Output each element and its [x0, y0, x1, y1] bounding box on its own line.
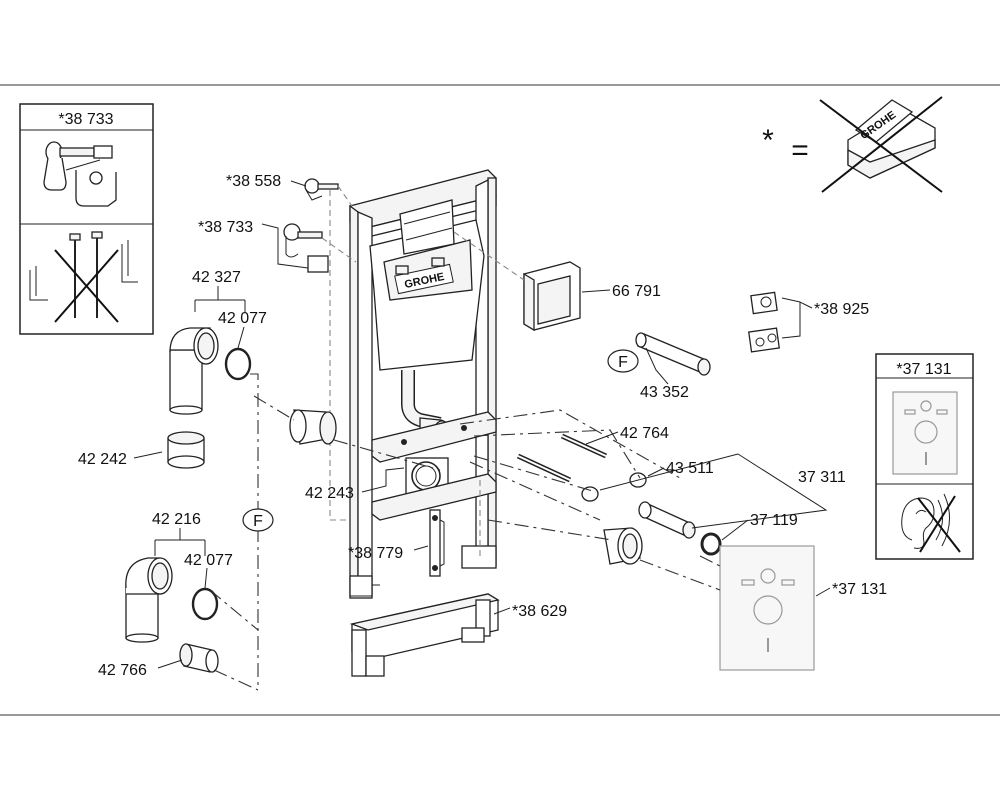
seal-42077-b	[191, 587, 219, 621]
part-labels: *38 558 *38 733 42 327 42 077 42 242 42 …	[78, 173, 887, 679]
label-66791: 66 791	[612, 283, 661, 300]
outlet-pipe-piece	[289, 409, 337, 445]
pipe-43352	[635, 332, 711, 376]
legend-not-included: * = GROHE	[762, 96, 943, 193]
label-43352: 43 352	[640, 384, 689, 401]
label-37119: 37 119	[750, 512, 798, 529]
elbow-42327	[169, 327, 219, 415]
floor-brace-drawing	[349, 593, 500, 677]
legend-star: *	[762, 124, 774, 157]
connector-42242	[167, 431, 205, 469]
flush-pipe-37311	[603, 501, 696, 565]
label-38733: *38 733	[198, 219, 253, 236]
label-42766: 42 766	[98, 662, 147, 679]
inset-box-38733: *38 733	[19, 103, 154, 335]
inset-box-37131: *37 131	[875, 353, 974, 560]
label-42243: 42 243	[305, 485, 354, 502]
insulation-pad-drawing	[892, 391, 958, 475]
insulation-pad-37131	[719, 545, 815, 671]
label-37131-box: *37 131	[896, 361, 951, 378]
label-38779: *38 779	[348, 545, 403, 562]
mounting-bracket-38779	[429, 509, 445, 577]
clips-38925	[748, 291, 780, 353]
label-38558: *38 558	[226, 173, 281, 190]
installation-frame: GROHE	[329, 169, 497, 599]
leader-lines	[133, 180, 831, 669]
label-42327: 42 327	[192, 269, 241, 286]
connector-42766	[179, 643, 219, 673]
legend-equals: =	[791, 134, 809, 167]
elbow-42216	[125, 557, 173, 643]
noise-reduction-icon	[901, 493, 961, 553]
label-38925: *38 925	[814, 301, 869, 318]
wall-bracket-38733	[283, 223, 357, 273]
label-37311: 37 311	[798, 469, 846, 486]
flush-plate-66791	[453, 231, 581, 332]
label-42242: 42 242	[78, 451, 127, 468]
package-icon: GROHE	[847, 99, 936, 179]
wall-anchor-38558	[304, 178, 353, 207]
seal-42077-a	[224, 347, 252, 381]
label-42764: 42 764	[620, 425, 669, 442]
marker-f-1: F	[607, 349, 639, 373]
marker-f-1-text: F	[618, 354, 628, 371]
wall-anchor-bracket-drawing	[43, 141, 117, 207]
marker-f-2-text: F	[253, 513, 263, 530]
label-42077-a: 42 077	[218, 310, 267, 327]
label-37131-front: *37 131	[832, 581, 887, 598]
label-38733-box: *38 733	[58, 111, 113, 128]
label-43511: 43 511	[666, 460, 714, 477]
assembly-lines	[209, 373, 721, 691]
crossed-screws-drawing	[29, 231, 138, 323]
caps-43511	[581, 472, 647, 502]
label-42216: 42 216	[152, 511, 201, 528]
ring-37119	[700, 532, 722, 556]
label-38629: *38 629	[512, 603, 567, 620]
label-42077-b: 42 077	[184, 552, 233, 569]
threaded-rods-42764	[516, 433, 608, 483]
marker-f-2: F	[242, 508, 274, 532]
